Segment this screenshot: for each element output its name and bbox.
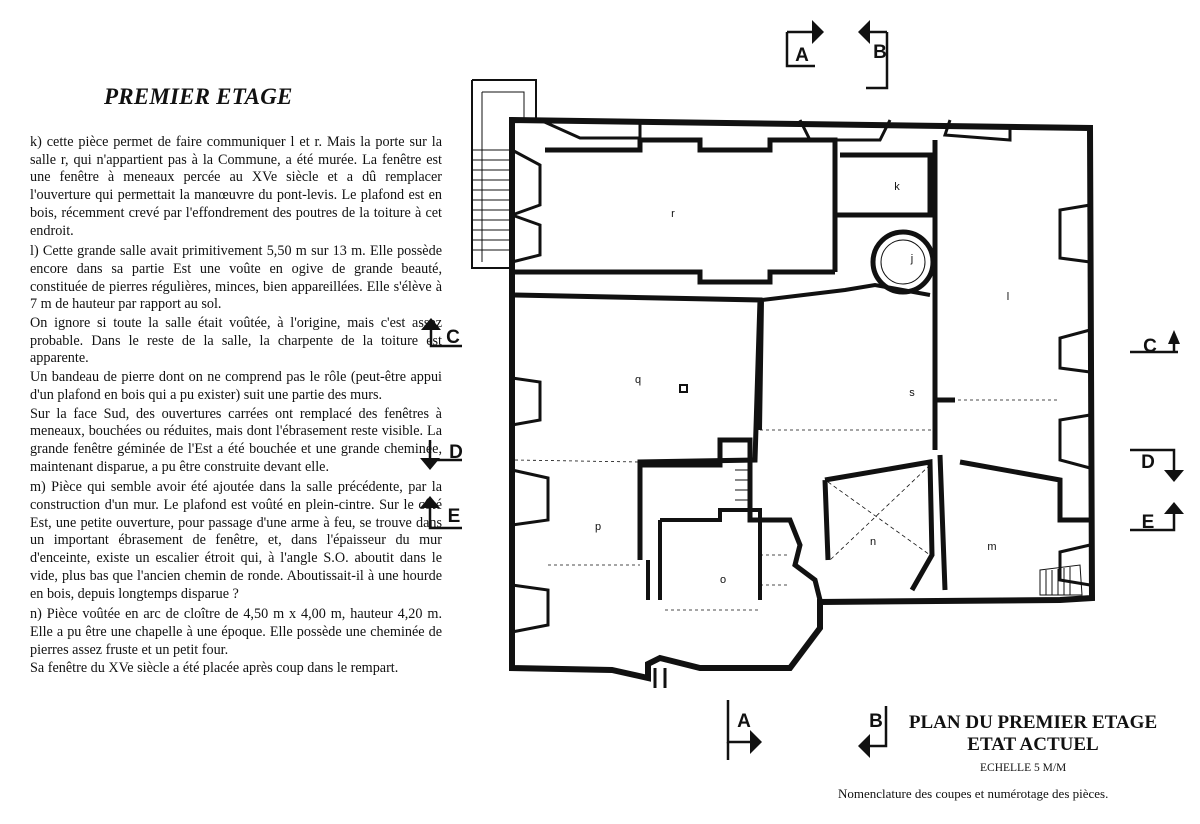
room-label-o: o (720, 574, 726, 586)
outer-wall (509, 116, 1096, 682)
room-label-m: m (987, 541, 996, 553)
section-letter-b-bottom: B (869, 711, 883, 732)
section-marker-e-left (420, 496, 462, 530)
stair-m (1039, 564, 1083, 596)
dashed-lines (514, 399, 1060, 611)
section-marker-b-top (858, 20, 889, 90)
stair-tower (471, 79, 537, 269)
section-marker-a-top (785, 20, 824, 68)
pillar-q (679, 384, 688, 393)
section-letter-e-right: E (1142, 512, 1155, 533)
wall-o (640, 437, 823, 601)
paragraph-k: k) cette pièce permet de faire communiqu… (30, 134, 442, 239)
tower-j (870, 229, 936, 295)
text-column: k) cette pièce permet de faire communiqu… (30, 134, 442, 679)
stair-treads (472, 149, 512, 251)
room-label-p: p (595, 521, 601, 533)
wall-o-inner (646, 508, 762, 600)
paragraph-n-2: Sa fenêtre du XVe siècle a été placée ap… (30, 660, 399, 677)
section-letter-d-left: D (449, 442, 463, 463)
room-label-q: q (635, 374, 641, 386)
exit-o (653, 668, 667, 688)
stair-o (735, 469, 750, 501)
paragraph-l-3: Un bandeau de pierre dont on ne comprend… (30, 369, 442, 403)
room-label-n: n (870, 536, 876, 548)
room-label-j: j (910, 253, 913, 265)
plan-title-line-1: PLAN DU PREMIER ETAGE (908, 712, 1158, 733)
section-letter-e-left: E (448, 506, 461, 527)
wall-n (822, 459, 935, 592)
stair-tower-inner (481, 91, 525, 262)
wall-m (937, 454, 1090, 591)
vault-diagonals (827, 464, 931, 561)
section-marker-a-bottom (726, 700, 762, 760)
room-label-s: s (909, 387, 915, 399)
plan-scale: ECHELLE 5 M/M (980, 762, 1067, 774)
paragraph-l: l) Cette grande salle avait primitivemen… (30, 243, 442, 313)
section-letter-c-left: C (446, 327, 460, 348)
section-letter-b-top: B (873, 42, 887, 63)
section-letter-a-top: A (795, 45, 809, 66)
section-marker-c-right (1130, 330, 1180, 354)
window-niches (511, 118, 1091, 634)
room-label-k: k (894, 181, 900, 193)
paragraph-l-2: On ignore si toute la salle était voûtée… (30, 315, 442, 367)
section-marker-c-left (421, 318, 462, 348)
plan-title-line-2: ETAT ACTUEL (967, 734, 1099, 755)
section-marker-b-bottom (858, 706, 888, 758)
section-marker-e-right (1130, 502, 1184, 532)
section-letter-a-bottom: A (737, 711, 751, 732)
section-marker-d-right (1130, 448, 1184, 482)
room-label-r: r (671, 208, 675, 220)
section-letter-d-right: D (1141, 452, 1155, 473)
room-label-l: l (1007, 291, 1009, 303)
paragraph-l-4: Sur la face Sud, des ouvertures carrées … (30, 405, 442, 475)
paragraph-m: m) Pièce qui semble avoir été ajoutée da… (30, 479, 442, 602)
wall-r-south (515, 137, 838, 285)
plan-legend: Nomenclature des coupes et numérotage de… (838, 786, 1109, 801)
plan-title: PLAN DU PREMIER ETAGE ETAT ACTUEL (898, 712, 1168, 756)
section-letter-c-right: C (1143, 336, 1157, 357)
wall-s (758, 282, 931, 431)
page-title: PREMIER ETAGE (104, 84, 293, 109)
section-marker-d-left (420, 440, 462, 470)
wall-l-west (932, 140, 955, 450)
wall-q (514, 292, 763, 560)
paragraph-n: n) Pièce voûtée en arc de cloître de 4,5… (30, 606, 442, 658)
wall-k (832, 140, 933, 272)
